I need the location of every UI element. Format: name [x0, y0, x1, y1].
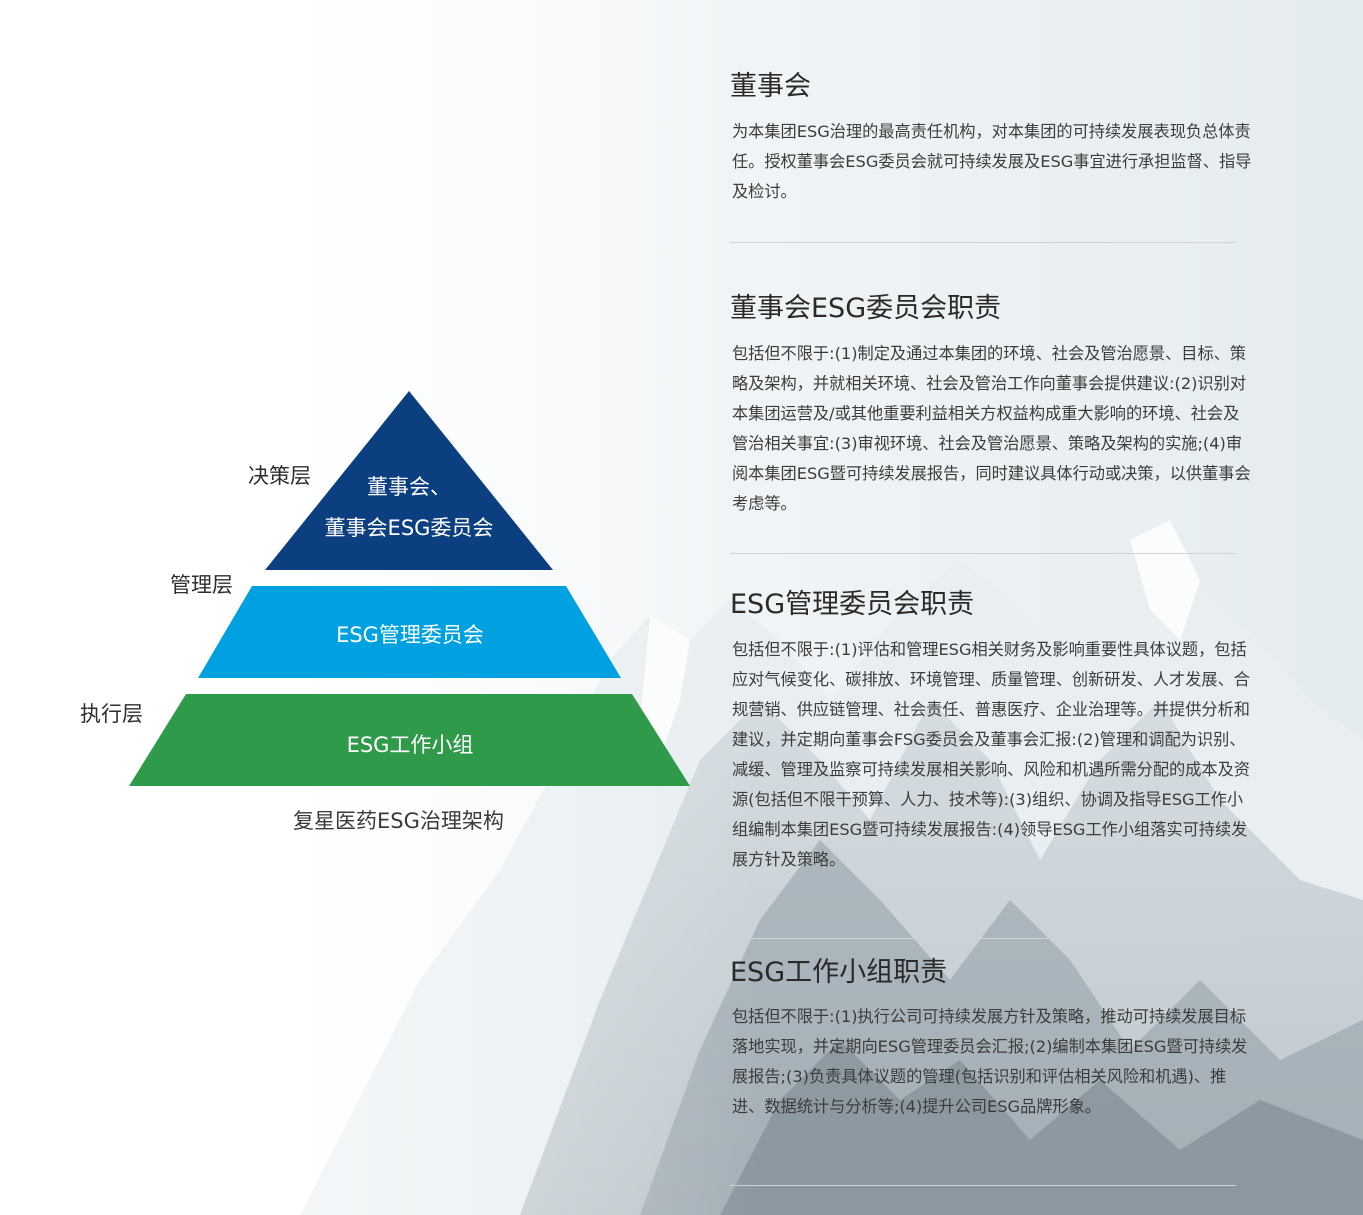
section-divider: [730, 242, 1236, 243]
section-body-board-esg-committee: 包括但不限于:(1)制定及通过本集团的环境、社会及管治愿景、目标、策略及架构，并…: [732, 344, 1251, 513]
section-body-esg-management-committee: 包括但不限于:(1)评估和管理ESG相关财务及影响重要性具体议题，包括应对气候变…: [732, 640, 1250, 869]
execution-tier-label: ESG工作小组: [346, 733, 474, 757]
management-tier-label: ESG管理委员会: [336, 623, 484, 647]
layer-label-management: 管理层: [170, 573, 233, 597]
diagram-caption: 复星医药ESG治理架构: [293, 809, 504, 833]
decision-tier-line2: 董事会ESG委员会: [324, 516, 494, 540]
section-title-board: 董事会: [730, 71, 811, 102]
section-title-esg-working-group: ESG工作小组职责: [730, 957, 948, 988]
section-title-board-esg-committee: 董事会ESG委员会职责: [730, 293, 1002, 324]
section-body-board: 为本集团ESG治理的最高责任机构，对本集团的可持续发展表现负总体责任。授权董事会…: [732, 122, 1252, 201]
management-tier-shape: [198, 586, 621, 678]
decision-tier-line1: 董事会、: [367, 475, 451, 499]
decision-tier-shape: [265, 391, 553, 570]
section-divider: [730, 1185, 1236, 1186]
section-divider: [730, 938, 1236, 939]
section-divider: [730, 553, 1236, 554]
layer-label-execution: 执行层: [80, 702, 143, 726]
section-body-esg-working-group: 包括但不限于:(1)执行公司可持续发展方针及策略，推动可持续发展目标落地实现，并…: [732, 1007, 1248, 1116]
section-title-esg-management-committee: ESG管理委员会职责: [730, 589, 975, 620]
execution-tier-shape: [129, 694, 690, 786]
layer-label-decision: 决策层: [248, 464, 311, 488]
